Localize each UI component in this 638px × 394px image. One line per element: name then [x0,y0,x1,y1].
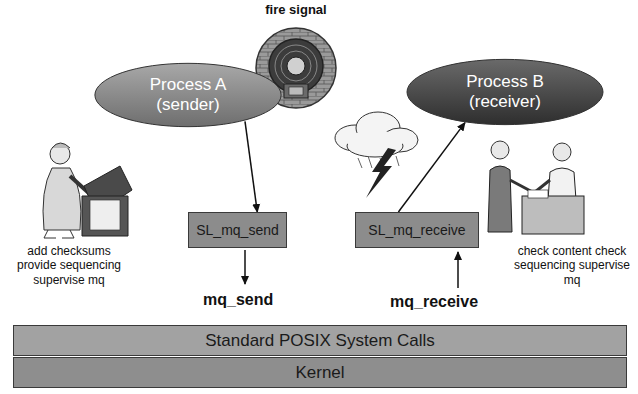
node-label: Process B (receiver) [456,72,554,111]
sender-duties: add checksums provide sequencing supervi… [8,244,130,287]
process-ellipse: Process A (sender) [93,62,283,128]
signal-title: fire signal [250,2,342,18]
call-arrow [245,121,257,212]
sender-figure [43,143,132,238]
syscall-name: mq_send [203,290,293,309]
process-ellipse: Process B (receiver) [405,58,605,126]
send-call-arrow [244,250,246,284]
wrapper-box: SL_mq_send [188,212,287,248]
layer-band: Kernel [13,357,627,388]
node-label: Kernel [295,363,344,383]
call-arrow [398,123,465,212]
receive-call-arrow [457,252,459,288]
layer-band: Standard POSIX System Calls [13,325,627,356]
node-label: Process A (sender) [140,75,236,114]
node-label: SL_mq_receive [368,222,465,238]
receiver-duties: check content check sequencing supervise… [510,244,634,287]
wrapper-box: SL_mq_receive [355,212,479,248]
syscall-name: mq_receive [390,292,500,311]
storm-cloud [335,112,418,198]
node-label: SL_mq_send [196,222,279,238]
node-label: Standard POSIX System Calls [205,331,435,351]
counter-figures [488,141,584,234]
